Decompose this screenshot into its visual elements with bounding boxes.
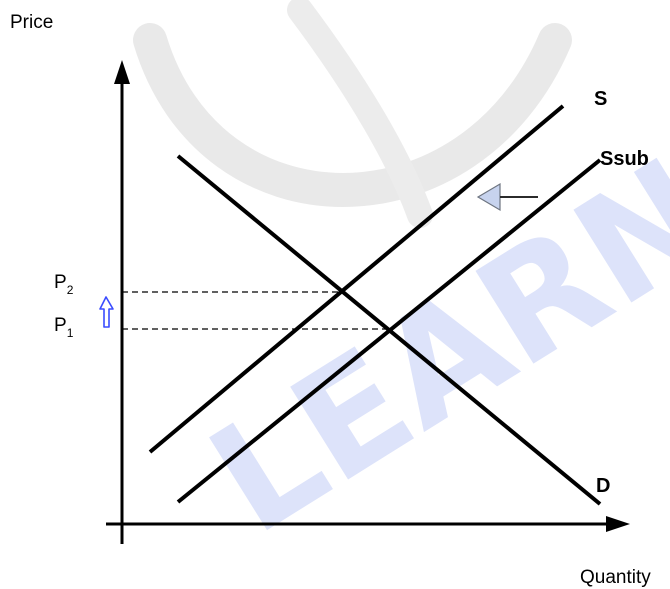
y-axis-arrowhead (114, 60, 130, 84)
supply-shift-arrow-icon (476, 182, 538, 212)
watermark: LEARNING (133, 0, 670, 568)
supply-curve-label: S (594, 88, 607, 110)
price-label-p2-letter: P (54, 272, 67, 293)
x-axis-arrowhead (606, 516, 630, 532)
x-axis-label: Quantity (580, 567, 651, 588)
supply-curve (148, 104, 565, 454)
price-label-p1-letter: P (54, 315, 67, 336)
watermark-logo-ring (133, 23, 572, 207)
price-label-p1-subscript: 1 (67, 326, 74, 340)
price-increase-arrow-icon (99, 296, 114, 328)
price-label-p1: P1 (54, 315, 74, 340)
supply-subsidy-curve (176, 158, 602, 504)
demand-curve-label: D (596, 475, 610, 497)
shift-arrow-head (476, 182, 501, 212)
watermark-logo-stroke (287, 0, 433, 228)
y-axis-label: Price (10, 12, 53, 33)
supply-subsidy-curve-label: Ssub (600, 148, 649, 170)
price-label-p2-subscript: 2 (67, 283, 74, 297)
price-label-p2: P2 (54, 272, 74, 297)
